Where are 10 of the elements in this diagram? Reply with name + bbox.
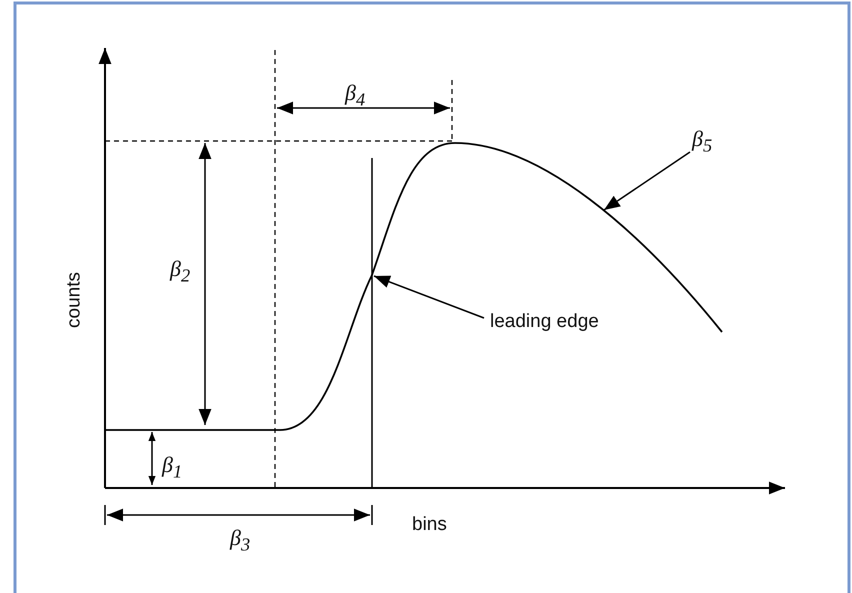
dimension-label: β$_{4}$ bbox=[345, 82, 366, 109]
leader-line bbox=[604, 151, 690, 211]
dimension-label: β$_{3}$ bbox=[230, 527, 250, 554]
axis-label: counts bbox=[64, 272, 84, 328]
callout-label: β$_{5}$ bbox=[692, 128, 712, 155]
axis-label: bins bbox=[412, 515, 447, 534]
callout-text: leading edge bbox=[490, 312, 599, 331]
dimension-label: β$_{2}$ bbox=[170, 258, 190, 285]
dimension-label: β$_{1}$ bbox=[162, 454, 182, 481]
leader-line bbox=[374, 275, 484, 319]
